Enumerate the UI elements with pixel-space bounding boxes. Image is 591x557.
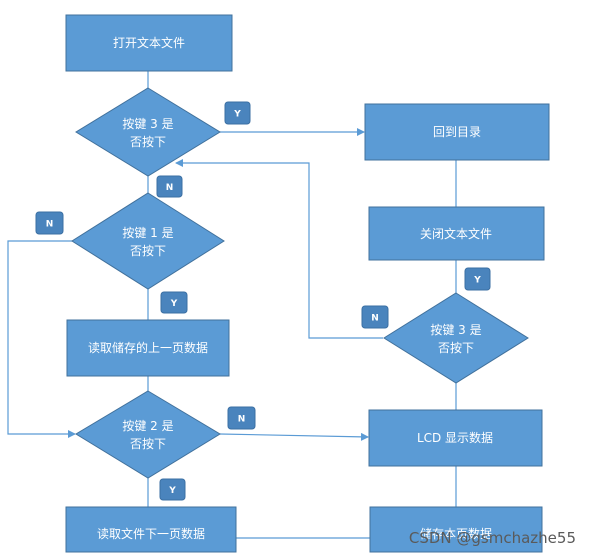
label-key3-top-line2: 否按下 xyxy=(130,135,166,149)
node-open-file xyxy=(65,14,233,72)
tag-right-key3-yes-box xyxy=(464,267,491,291)
connector-key3-right-no-loop xyxy=(175,159,383,339)
tag-key2-yes: Y xyxy=(168,486,176,496)
node-read-next xyxy=(65,506,237,553)
label-back-menu: 回到目录 xyxy=(433,125,481,139)
watermark: CSDN @gsmchazhe55 xyxy=(409,529,576,547)
tag-key2-no-box xyxy=(227,406,256,430)
decision-key3-right xyxy=(383,292,529,384)
tag-key1-no-box xyxy=(35,211,64,235)
tag-key1-yes-box xyxy=(160,291,188,314)
tag-key3-no: N xyxy=(166,183,174,193)
decision-key3-top xyxy=(75,87,221,177)
node-read-prev xyxy=(66,319,230,377)
label-key3-right-line1: 按键 3 是 xyxy=(430,323,481,337)
tag-key1-no: N xyxy=(46,220,54,230)
label-close-file: 关闭文本文件 xyxy=(420,226,492,241)
tag-key3-yes-box xyxy=(224,101,251,125)
decision-key1 xyxy=(71,192,225,290)
label-key1-line2: 否按下 xyxy=(130,244,166,258)
label-open-file: 打开文本文件 xyxy=(113,35,185,50)
connector-key2-no-to-lcd xyxy=(219,432,369,441)
decision-key2 xyxy=(75,390,221,479)
label-key3-top-line1: 按键 3 是 xyxy=(122,117,173,131)
node-back-menu xyxy=(364,103,550,161)
label-key2-line2: 否按下 xyxy=(130,437,166,451)
node-lcd-show xyxy=(368,409,543,467)
tag-key2-yes-box xyxy=(159,478,186,501)
label-lcd-show: LCD 显示数据 xyxy=(417,430,493,445)
tag-right-key3-yes: Y xyxy=(473,276,481,286)
label-key2-line1: 按键 2 是 xyxy=(122,419,173,433)
label-save-page: 储存本页数据 xyxy=(420,526,492,541)
label-read-prev: 读取储存的上一页数据 xyxy=(88,340,208,355)
label-key3-right-line2: 否按下 xyxy=(438,341,474,355)
tag-key3-yes: Y xyxy=(233,110,241,120)
tag-right-key3-no: N xyxy=(371,314,379,324)
tag-key3-no-box xyxy=(156,175,183,198)
tag-key1-yes: Y xyxy=(170,299,178,309)
label-key1-line1: 按键 1 是 xyxy=(122,226,173,240)
tag-right-key3-no-box xyxy=(361,305,389,329)
label-read-next: 读取文件下一页数据 xyxy=(97,526,205,541)
connector-key1-no-loop xyxy=(7,240,76,438)
tag-key2-no: N xyxy=(238,415,246,425)
node-save-page xyxy=(369,506,543,553)
node-close-file xyxy=(368,206,545,261)
